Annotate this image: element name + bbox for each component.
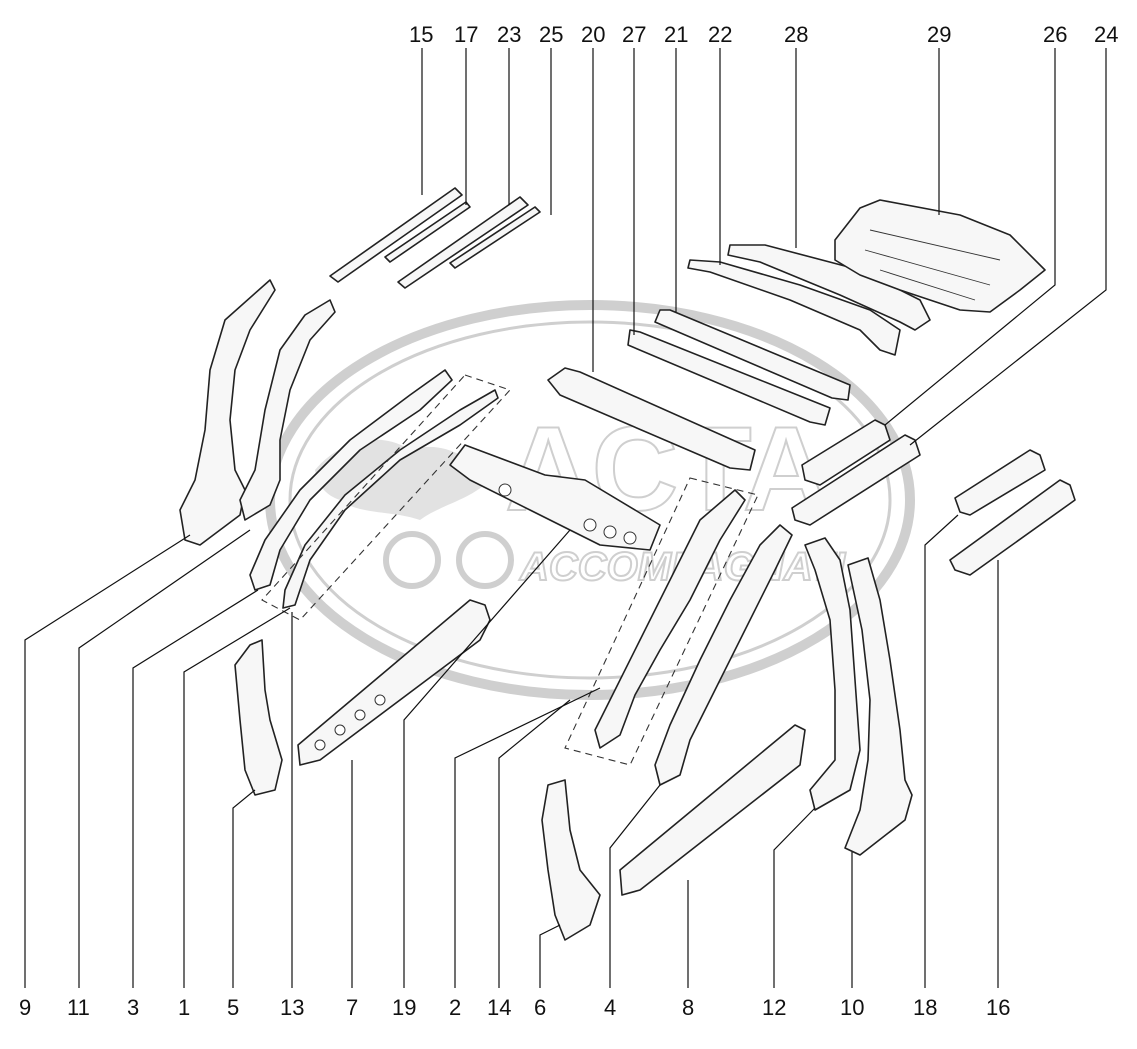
callout-label: 28 — [784, 22, 808, 47]
callout-label: 15 — [409, 22, 433, 47]
leader-6 — [539, 924, 561, 988]
part-27 — [627, 329, 831, 426]
part-24 — [791, 434, 921, 526]
part-3 — [249, 369, 453, 591]
hole — [374, 694, 386, 706]
part-10 — [844, 557, 913, 856]
part-5 — [234, 639, 283, 796]
part-12 — [804, 537, 861, 811]
callout-label: 23 — [497, 22, 521, 47]
hole — [583, 518, 597, 532]
part-7 — [297, 599, 491, 766]
part-21 — [654, 309, 851, 401]
part-2 — [594, 489, 746, 749]
watermark-wheel-icon — [383, 531, 441, 589]
callout-label: 9 — [19, 995, 31, 1020]
leader-1 — [183, 607, 291, 988]
callout-label: 6 — [534, 995, 546, 1020]
callout-label: 26 — [1043, 22, 1067, 47]
parts — [179, 187, 1076, 941]
hole — [354, 709, 366, 721]
leader-9 — [24, 534, 191, 988]
part-22 — [687, 259, 901, 356]
part-6 — [541, 779, 601, 941]
leader-11 — [78, 529, 251, 988]
callout-label: 5 — [227, 995, 239, 1020]
callout-label: 2 — [449, 995, 461, 1020]
watermark-wheel-icon — [456, 531, 514, 589]
leader-12 — [773, 807, 816, 988]
callout-label: 29 — [927, 22, 951, 47]
part-11 — [239, 299, 336, 521]
hole — [623, 531, 637, 545]
callout-label: 18 — [913, 995, 937, 1020]
leader-4 — [609, 784, 661, 988]
leader-5 — [232, 789, 256, 988]
watermark-horse-icon — [315, 439, 490, 520]
leader-26 — [884, 48, 1056, 426]
part-17 — [384, 201, 471, 263]
callout-label: 1 — [178, 995, 190, 1020]
hole — [498, 483, 512, 497]
part-16 — [949, 479, 1076, 576]
leader-lines — [24, 48, 1107, 988]
callout-label: 4 — [604, 995, 616, 1020]
callout-label: 24 — [1094, 22, 1118, 47]
callout-label: 3 — [127, 995, 139, 1020]
callout-label: 20 — [581, 22, 605, 47]
callout-label: 8 — [682, 995, 694, 1020]
part-20 — [547, 367, 756, 471]
leader-24 — [909, 48, 1107, 446]
callout-label: 10 — [840, 995, 864, 1020]
hole — [314, 739, 326, 751]
callout-label: 19 — [392, 995, 416, 1020]
part-28 — [727, 244, 931, 331]
callout-label: 21 — [664, 22, 688, 47]
callout-label: 25 — [539, 22, 563, 47]
callout-label: 14 — [487, 995, 511, 1020]
leader-3 — [132, 589, 259, 988]
leader-19 — [403, 529, 571, 988]
callout-label: 13 — [280, 995, 304, 1020]
part-14 — [654, 524, 793, 786]
callout-label: 12 — [762, 995, 786, 1020]
callouts-bottom: 9 11 3 1 5 13 7 19 2 14 6 4 8 12 10 18 1… — [19, 995, 1010, 1020]
hole — [603, 525, 617, 539]
callout-label: 17 — [454, 22, 478, 47]
leader-18 — [924, 514, 959, 988]
leader-2 — [454, 687, 601, 988]
part-18 — [954, 449, 1046, 516]
callouts-top: 15 17 23 25 20 27 21 22 28 29 26 24 — [409, 22, 1118, 47]
part-8 — [619, 724, 806, 896]
callout-label: 7 — [346, 995, 358, 1020]
callout-label: 11 — [67, 995, 90, 1020]
part-23 — [397, 196, 529, 289]
part-15 — [329, 187, 463, 283]
part-25 — [449, 206, 541, 269]
leader-14 — [498, 699, 571, 988]
part-29 — [834, 199, 1046, 313]
watermark-ellipse-inner — [288, 320, 892, 680]
part-29-detail — [864, 229, 1001, 301]
part-19 — [449, 444, 661, 551]
hole — [334, 724, 346, 736]
part-9 — [179, 279, 276, 546]
callout-label: 22 — [708, 22, 732, 47]
callout-label: 27 — [622, 22, 646, 47]
callout-label: 16 — [986, 995, 1010, 1020]
